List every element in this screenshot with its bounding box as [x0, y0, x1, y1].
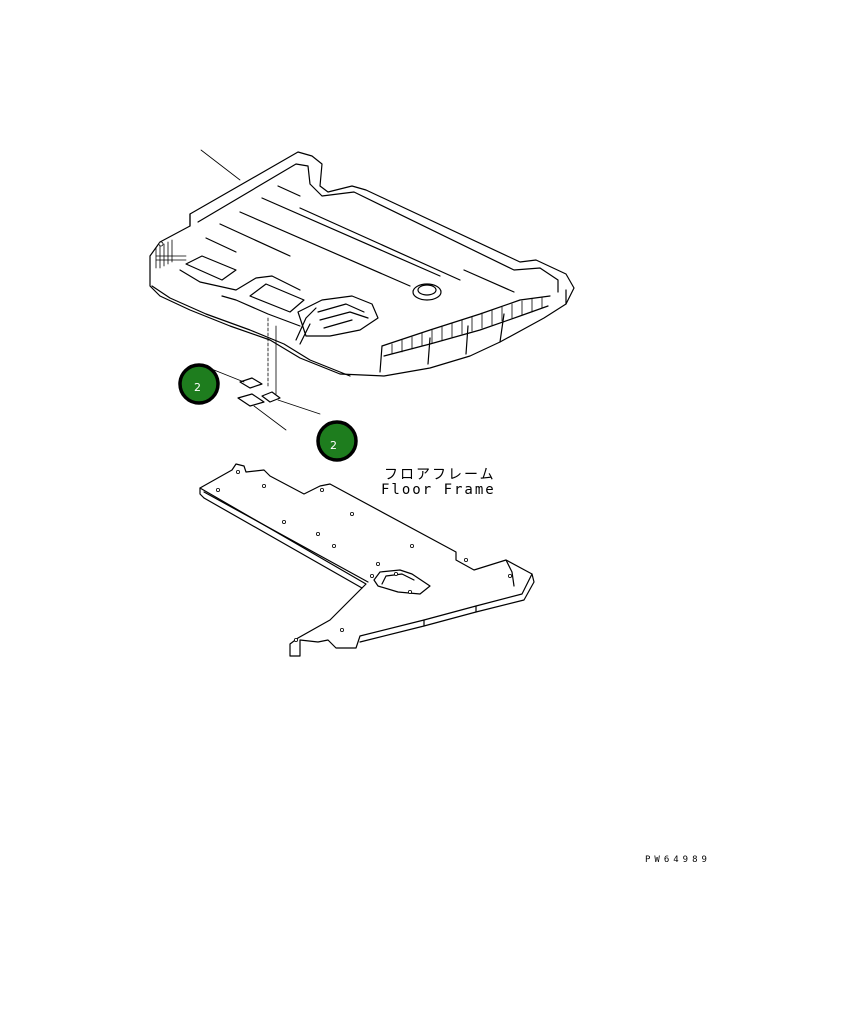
callout-number-2-left[interactable]: 2 [178, 363, 220, 405]
callout-number-text: 2 [330, 439, 337, 452]
floor-frame-drawing [199, 463, 535, 657]
floor-mat-drawing [149, 149, 575, 377]
label-plates [213, 317, 321, 431]
drawing-code: PW64989 [645, 855, 711, 865]
callout-number-2-right[interactable]: 2 [316, 420, 358, 462]
callout-number-text: 2 [194, 381, 201, 394]
floor-frame-label-japanese: フロアフレーム [384, 467, 496, 483]
floor-frame-label-english: Floor Frame [381, 482, 496, 498]
